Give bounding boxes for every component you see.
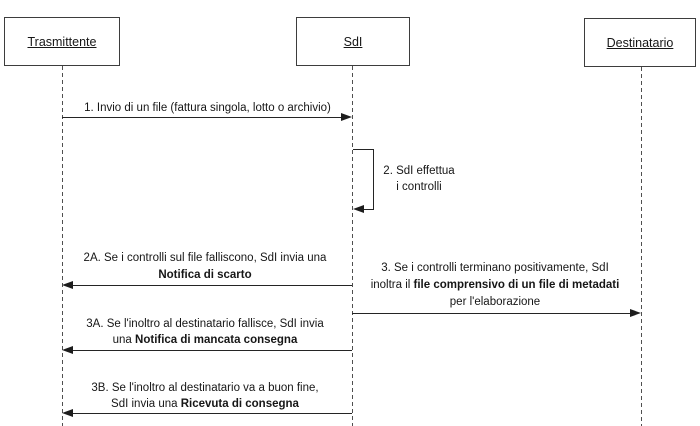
message-3a-line2-prefix: una: [112, 334, 136, 346]
message-3b-label: 3B. Se l'inoltro al destinatario va a bu…: [57, 380, 353, 412]
message-3b-line2-prefix: SdI invia una: [111, 398, 181, 410]
actor-box-sdi: SdI: [296, 17, 410, 66]
actor-label-trasmittente: Trasmittente: [27, 34, 97, 49]
message-3a-label-line2: una Notifica di mancata consegna: [57, 332, 353, 348]
message-3-label: 3. Se i controlli terminano positivament…: [345, 260, 645, 311]
message-3-label-line1: 3. Se i controlli terminano positivament…: [381, 262, 609, 274]
message-2a-bold-text: Notifica di scarto: [158, 269, 252, 281]
actor-box-trasmittente: Trasmittente: [4, 17, 120, 66]
message-2a-arrowhead-left-icon: [62, 281, 73, 289]
message-3a-bold-text: Notifica di mancata consegna: [135, 334, 298, 346]
message-1-label: 1. Invio di un file (fattura singola, lo…: [84, 102, 331, 114]
message-2-loop-bottom-line: [362, 209, 374, 210]
message-1-line: [62, 117, 342, 118]
message-3b-line: [73, 413, 352, 414]
message-3b-label-line2: SdI invia una Ricevuta di consegna: [57, 396, 353, 412]
message-2a-label-line2: Notifica di scarto: [57, 267, 353, 284]
message-2-label-line1: 2. SdI effettua: [383, 165, 455, 177]
lifeline-destinatario: [641, 67, 642, 426]
message-3a-arrowhead-left-icon: [62, 346, 73, 354]
message-2a-label-line1: 2A. Se i controlli sul file falliscono, …: [83, 252, 327, 264]
message-3a-line: [73, 350, 352, 351]
message-3-line2-prefix: inoltra il: [370, 279, 414, 291]
message-2a-label: 2A. Se i controlli sul file falliscono, …: [57, 250, 353, 284]
message-3a-label: 3A. Se l'inoltro al destinatario fallisc…: [57, 316, 353, 348]
message-3a-label-line1: 3A. Se l'inoltro al destinatario fallisc…: [86, 318, 324, 330]
actor-label-sdi: SdI: [343, 34, 363, 49]
message-2-label-line2: i controlli: [396, 181, 442, 193]
message-3-line: [352, 313, 630, 314]
message-3b-arrowhead-left-icon: [62, 409, 73, 417]
lifeline-sdi: [352, 66, 353, 426]
message-2-loop-top-line: [353, 149, 374, 150]
message-2-label: 2. SdI effettua i controlli: [377, 163, 461, 195]
message-3b-bold-text: Ricevuta di consegna: [180, 398, 299, 410]
message-3b-label-line1: 3B. Se l'inoltro al destinatario va a bu…: [91, 382, 319, 394]
message-3-label-line2: inoltra il file comprensivo di un file d…: [345, 277, 645, 294]
actor-box-destinatario: Destinatario: [584, 18, 696, 67]
lifeline-trasmittente: [62, 66, 63, 426]
message-3-arrowhead-right-icon: [630, 309, 641, 317]
actor-label-destinatario: Destinatario: [606, 35, 674, 50]
message-3-bold-text: file comprensivo di un file di metadati: [413, 279, 620, 291]
message-1-arrowhead-right-icon: [341, 113, 352, 121]
message-2-loop-right-line: [373, 149, 374, 210]
message-3-label-line3: per l'elaborazione: [449, 296, 541, 308]
message-2-arrowhead-left-icon: [353, 205, 364, 213]
message-2a-line: [73, 285, 352, 286]
